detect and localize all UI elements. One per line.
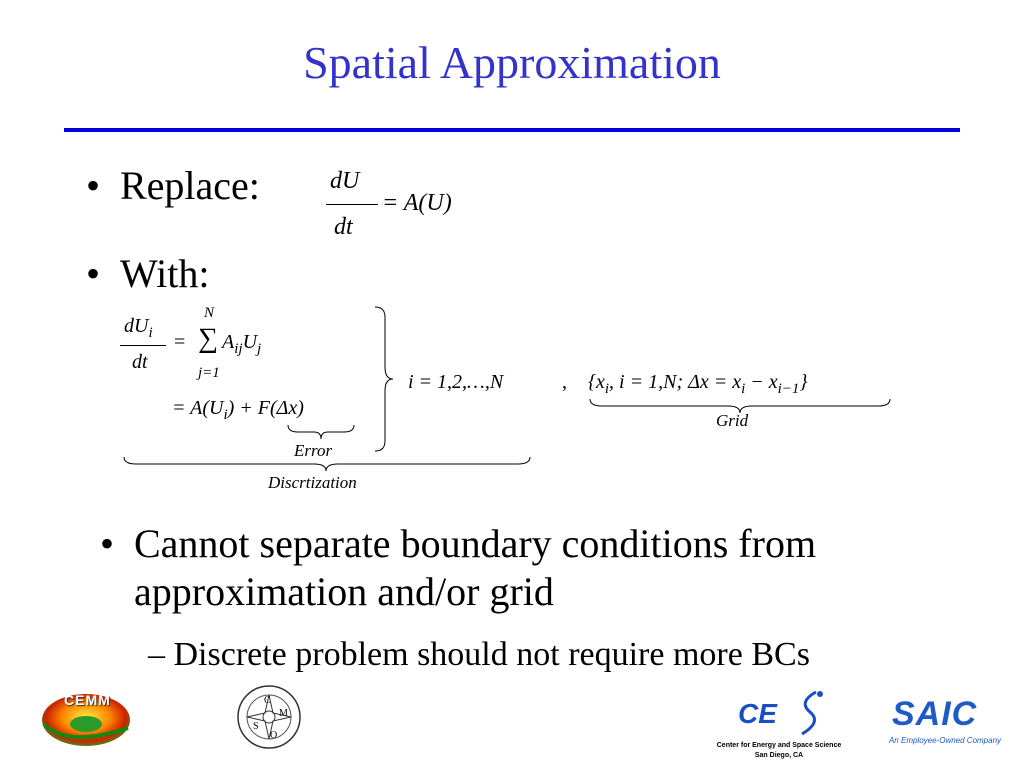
sub-bullet-discrete: – Discrete problem should not require mo… (148, 636, 810, 674)
grid-underbrace (589, 398, 891, 414)
eq2-lhs-bar (120, 345, 166, 346)
cmso-seal-icon (237, 685, 301, 749)
eq2-line2: = A(Ui) + F(Δx) (172, 397, 304, 423)
error-label: Error (294, 441, 333, 460)
bullet-replace-text: Replace: (120, 163, 260, 208)
bullet-dot: • (86, 251, 101, 296)
ces-swirl-icon (801, 690, 823, 736)
sub-bullet-dash: – (148, 636, 174, 673)
sum-icon: ∑ (198, 323, 218, 354)
grid-label: Grid (716, 411, 749, 430)
bullet-cannot-separate: • Cannot separate boundary conditions fro… (100, 520, 960, 616)
bullet-with-text: With: (120, 251, 210, 296)
sum-upper-limit: N (204, 305, 215, 321)
ces-logo-mark: CE (738, 698, 777, 729)
cemm-logo-text: CEMM (64, 692, 111, 708)
eq2-equals: = (174, 331, 186, 353)
eq2-comma: , (562, 371, 567, 393)
cmso-seal: C M S O (236, 684, 302, 750)
discretization-label: Discrtization (268, 473, 357, 492)
bullet-replace: • Replace: (86, 162, 260, 209)
cmso-letter-s: S (253, 721, 259, 732)
eq1-fraction-bar (326, 204, 378, 205)
system-brace (374, 306, 394, 452)
ces-location: San Diego, CA (754, 752, 804, 759)
index-range: i = 1,2,…,N (408, 371, 504, 393)
bullet-cannot-line1: Cannot separate boundary conditions from (134, 521, 817, 566)
bullet-dot: • (100, 521, 115, 566)
cmso-letter-m: M (279, 708, 288, 719)
bullet-dot: • (86, 163, 101, 208)
ces-logo: CE Center for Energy and Space Science S… (714, 688, 844, 764)
cemm-torus-icon (42, 694, 130, 746)
cemm-logo: CEMM (38, 684, 134, 750)
bullet-cannot-line2: approximation and/or grid (134, 569, 554, 614)
sub-bullet-text: Discrete problem should not require more… (173, 636, 810, 673)
bullet-with: • With: (86, 250, 210, 297)
sum-lower-limit: j=1 (198, 365, 220, 381)
eq1-numerator: dU (330, 168, 360, 194)
eq2-lhs-den: dt (132, 351, 148, 373)
saic-logo-mark: SAIC (892, 694, 996, 734)
equation-ode: dU dt = A(U) (322, 168, 482, 248)
grid-set: {xi, i = 1,N; Δx = xi − xi−1} (588, 371, 808, 397)
discretization-underbrace (123, 456, 531, 472)
eq1-denominator: dt (334, 214, 353, 240)
cmso-letter-c: C (264, 695, 271, 706)
saic-logo: SAIC An Employee-Owned Company (886, 694, 1004, 754)
ces-name: Center for Energy and Space Science (716, 742, 842, 749)
sum-term: AijUj (222, 331, 262, 357)
eq2-lhs-num: dUi (124, 315, 153, 341)
saic-tagline: An Employee-Owned Company (888, 736, 1002, 745)
title-divider (64, 128, 960, 132)
error-underbrace (287, 424, 355, 440)
slide-title: Spatial Approximation (303, 37, 721, 88)
eq1-rhs: = A(U) (382, 190, 452, 216)
equation-discretization: dUi dt = N ∑ j=1 AijUj = A(Ui) + F(Δx) E… (118, 305, 908, 500)
cmso-letter-o: O (270, 730, 278, 741)
